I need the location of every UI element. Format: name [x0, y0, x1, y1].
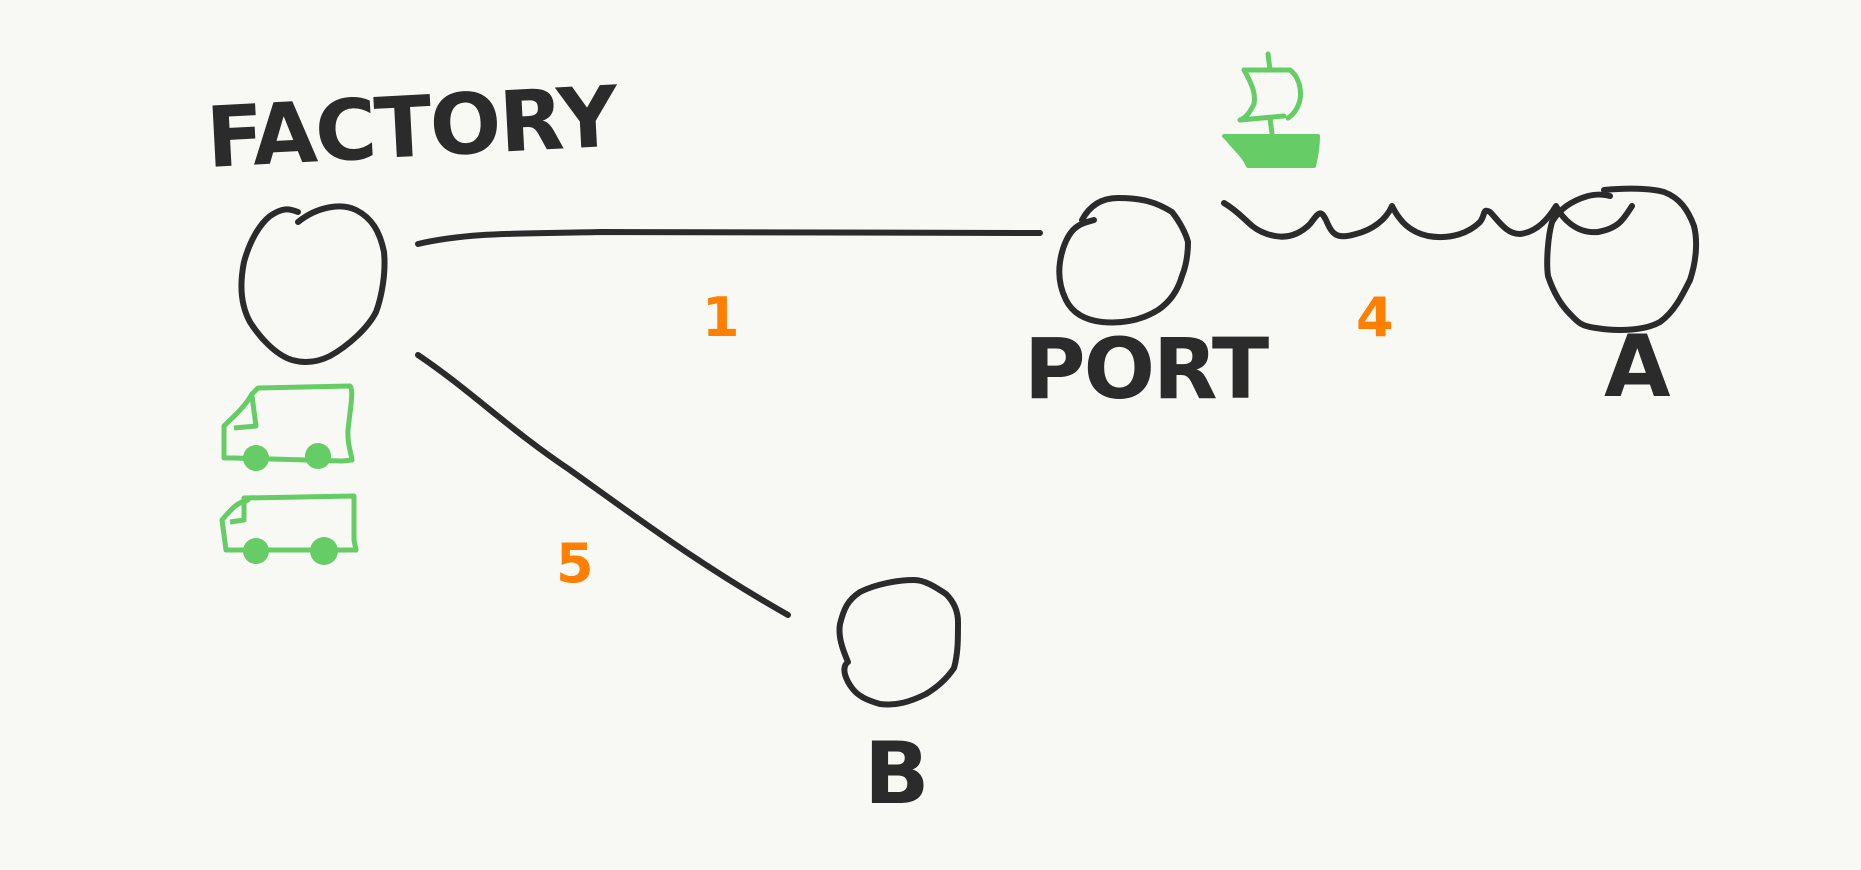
- label-port: PORT: [1024, 320, 1269, 418]
- label-factory: FACTORY: [204, 67, 622, 186]
- label-a: A: [1604, 317, 1671, 417]
- edge-port-a-wavy: [1221, 200, 1635, 240]
- cost-factory-b: 5: [556, 532, 594, 595]
- cost-factory-port: 1: [702, 286, 740, 349]
- label-b: B: [864, 724, 930, 824]
- node-factory: [238, 203, 388, 366]
- truck-icon: [219, 493, 359, 565]
- cost-port-a: 4: [1356, 286, 1394, 349]
- edge-factory-port: [415, 229, 1043, 247]
- edge-factory-b: [415, 352, 791, 618]
- node-b: [836, 577, 961, 708]
- node-port: [1056, 195, 1191, 326]
- ship-icon: [1222, 51, 1320, 168]
- node-a: [1544, 185, 1700, 333]
- truck-icon: [221, 383, 355, 471]
